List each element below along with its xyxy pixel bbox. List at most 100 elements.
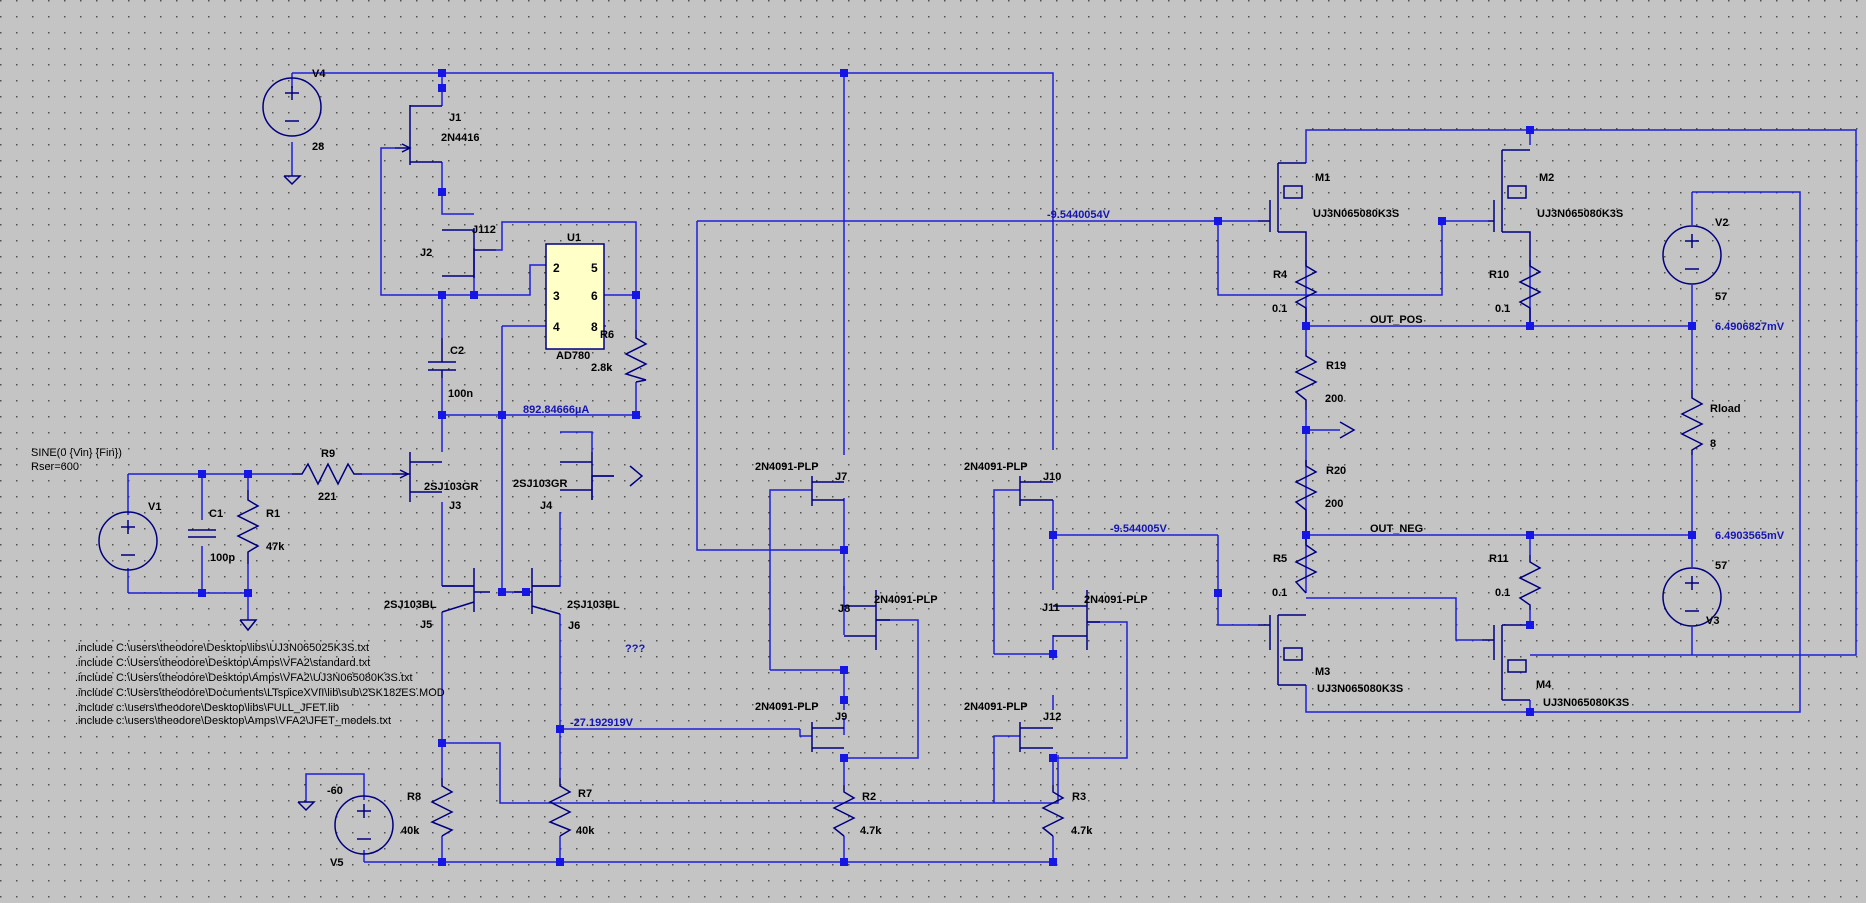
- resistor-r4[interactable]: [1294, 260, 1318, 326]
- model-j12: 2N4091-PLP: [964, 701, 1028, 713]
- ic-u1-ad780[interactable]: [545, 243, 605, 350]
- resistor-rload[interactable]: [1680, 390, 1704, 455]
- probe-vgate-bottom[interactable]: -9.544005V: [1110, 523, 1168, 535]
- value-r11: 0.1: [1495, 587, 1510, 599]
- junction-node: [1214, 589, 1222, 597]
- label-c2: C2: [450, 345, 464, 357]
- junction-node: [1049, 858, 1057, 866]
- junction-node: [522, 588, 530, 596]
- jfet-j1[interactable]: [395, 105, 442, 165]
- value-c2: 100n: [448, 388, 473, 400]
- label-v3: V3: [1706, 615, 1719, 627]
- value-r2: 4.7k: [860, 825, 882, 837]
- jfet-j3[interactable]: [392, 452, 442, 502]
- value-r4: 0.1: [1272, 303, 1287, 315]
- jfet-j5[interactable]: [441, 568, 490, 613]
- junction-node: [1688, 322, 1696, 330]
- voltage-source-v1[interactable]: [98, 511, 158, 571]
- net-out-neg: OUT_NEG: [1370, 523, 1423, 535]
- voltage-source-v4[interactable]: [262, 77, 322, 186]
- junction-node: [1049, 531, 1057, 539]
- resistor-r11[interactable]: [1518, 555, 1542, 610]
- label-r2: R2: [862, 791, 876, 803]
- directive-5[interactable]: .include c:\users\theodore\Desktop\libs\…: [75, 702, 339, 714]
- resistor-r20[interactable]: [1294, 460, 1318, 535]
- resistor-r1[interactable]: [236, 490, 260, 564]
- junction-node: [1049, 754, 1057, 762]
- probe-v-j9[interactable]: -27.192919V: [570, 717, 634, 729]
- mosfet-m2[interactable]: [1488, 149, 1531, 260]
- labels: V4 28 J1 2N4416 J112 J2 U1 2 3 4 5 6 8 A…: [31, 68, 1785, 869]
- label-m3: M3: [1315, 666, 1330, 678]
- probe-vgate-top[interactable]: -9.5440054V: [1047, 209, 1111, 221]
- resistor-r5[interactable]: [1294, 535, 1318, 594]
- resistor-r2[interactable]: [832, 785, 856, 837]
- junction-node: [1688, 531, 1696, 539]
- resistor-r3[interactable]: [1041, 785, 1065, 837]
- mosfet-m4[interactable]: [1482, 624, 1530, 701]
- jfet-j4[interactable]: [560, 452, 614, 500]
- label-j1: J1: [449, 112, 461, 124]
- junction-node: [470, 291, 478, 299]
- directive-3[interactable]: .include C:\Users\theodore\Desktop\Amps\…: [75, 672, 413, 684]
- capacitor-c1[interactable]: [188, 529, 216, 538]
- label-r8: R8: [407, 791, 421, 803]
- jfet-j8[interactable]: [844, 590, 890, 650]
- value-c1: 100p: [210, 552, 235, 564]
- jfet-j12[interactable]: [1019, 722, 1053, 752]
- junction-node: [438, 84, 446, 92]
- value-v4: 28: [312, 141, 324, 153]
- directive-4[interactable]: .include C:\Users\theodore\Documents\LTs…: [75, 687, 445, 699]
- label-v5: V5: [330, 857, 343, 869]
- resistor-r6[interactable]: [623, 330, 648, 383]
- junction-node: [840, 546, 848, 554]
- probe-v-outpos[interactable]: 6.4906827mV: [1715, 321, 1785, 333]
- label-u1: U1: [567, 232, 581, 244]
- label-r6: R6: [600, 329, 614, 341]
- resistor-r19[interactable]: [1294, 350, 1318, 410]
- voltage-source-v3[interactable]: [1662, 567, 1722, 627]
- value-r10: 0.1: [1495, 303, 1510, 315]
- u1-pin-8: 8: [591, 320, 598, 334]
- voltage-source-v5[interactable]: [297, 795, 394, 855]
- resistor-r10[interactable]: [1518, 260, 1542, 326]
- label-r3: R3: [1072, 791, 1086, 803]
- directive-1[interactable]: .include C:\users\theodore\Desktop\libs\…: [75, 642, 369, 654]
- probe-v-outneg[interactable]: 6.4903565mV: [1715, 530, 1785, 542]
- junction-node: [1526, 531, 1534, 539]
- capacitor-c2[interactable]: [428, 338, 456, 378]
- jfet-j11[interactable]: [1053, 590, 1100, 650]
- model-u1: AD780: [556, 350, 590, 362]
- probe-unknown[interactable]: ???: [625, 643, 645, 655]
- directive-6[interactable]: .include c:\users\theodore\Desktop\Amps\…: [75, 715, 391, 727]
- jfet-j7[interactable]: [811, 476, 844, 506]
- label-v1: V1: [148, 501, 161, 513]
- voltage-source-v2[interactable]: [1662, 225, 1722, 285]
- jfet-j10[interactable]: [1019, 476, 1053, 506]
- label-r11: R11: [1489, 553, 1509, 565]
- jfet-j9[interactable]: [811, 722, 844, 752]
- resistor-r8[interactable]: [430, 778, 454, 837]
- value-r8: 40k: [401, 825, 420, 837]
- junction-node: [438, 739, 446, 747]
- resistor-r7[interactable]: [548, 778, 572, 837]
- junction-node: [1302, 531, 1310, 539]
- junction-node: [840, 69, 848, 77]
- junction-node: [632, 291, 640, 299]
- mosfet-m1[interactable]: [1258, 162, 1307, 260]
- model-j2: J112: [472, 224, 496, 236]
- junction-node: [1049, 650, 1057, 658]
- probe-i-r6[interactable]: 892.84666µA: [523, 404, 589, 416]
- jfet-j2[interactable]: [442, 228, 496, 278]
- mosfet-m3[interactable]: [1258, 614, 1306, 686]
- junction-node: [840, 858, 848, 866]
- model-m4: UJ3N065080K3S: [1543, 697, 1629, 709]
- model-j3: 2SJ103GR: [424, 481, 478, 493]
- resistor-r9[interactable]: [292, 462, 362, 486]
- model-j5: 2SJ103BL: [384, 599, 437, 611]
- directive-2[interactable]: .include C:\Users\theodore\Desktop\Amps\…: [75, 657, 370, 669]
- ground-symbol-j4: [629, 465, 644, 487]
- u1-pin-4: 4: [553, 320, 560, 334]
